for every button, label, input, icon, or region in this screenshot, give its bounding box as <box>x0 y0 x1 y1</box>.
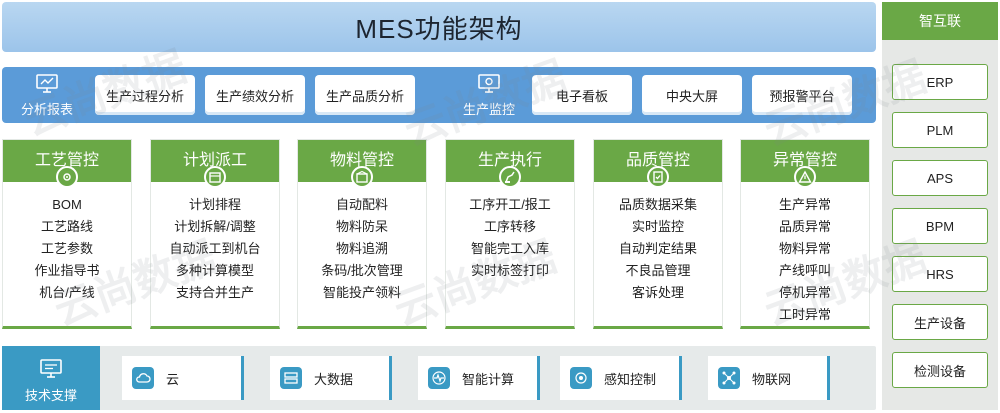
module-title: 物料管控 <box>329 152 394 169</box>
checklist-icon <box>647 166 669 188</box>
list-item: 物料防呆 <box>335 219 388 234</box>
tech-card-label: 智能计算 <box>462 371 515 387</box>
module-plan-dispatch: 计划派工 计划排程 计划拆解/调整 自动派工到机台 多种计算模型 支持合并生产 <box>150 139 280 329</box>
analysis-chip[interactable]: 生产过程分析 <box>95 75 195 115</box>
title-bar: MES功能架构 <box>2 2 876 52</box>
server-icon <box>280 367 302 389</box>
list-item: 工艺参数 <box>40 241 93 256</box>
list-item: 支持合并生产 <box>175 285 254 300</box>
list-item: 产线呼叫 <box>778 263 831 278</box>
cloud-icon <box>132 367 154 389</box>
robot-arm-icon <box>499 166 521 188</box>
gear-icon <box>56 166 78 188</box>
network-icon <box>718 367 740 389</box>
list-item: 工序开工/报工 <box>469 197 551 212</box>
sensor-icon <box>570 367 592 389</box>
module-material-control: 物料管控 自动配料 物料防呆 物料追溯 条码/批次管理 智能投产领料 <box>297 139 427 329</box>
list-item: 智能完工入库 <box>470 241 549 256</box>
list-item: 智能投产领料 <box>322 285 401 300</box>
monitor-icon <box>478 74 500 93</box>
interconnect-title: 智互联 <box>882 2 998 40</box>
tech-support-label: 技术支撑 <box>24 388 77 403</box>
list-item: 机台/产线 <box>39 285 95 300</box>
list-item: 物料异常 <box>778 241 831 256</box>
module-title: 计划派工 <box>182 152 247 169</box>
tech-card-label: 物联网 <box>752 371 792 387</box>
list-item: 实时监控 <box>631 219 684 234</box>
production-monitor-head: 生产监控 <box>448 67 530 123</box>
chip-label: 电子看板 <box>555 88 608 104</box>
monitor-chip[interactable]: 预报警平台 <box>752 75 852 115</box>
tech-card-iot[interactable]: 物联网 <box>708 356 830 400</box>
warning-icon <box>794 166 816 188</box>
chip-label: 生产绩效分析 <box>215 88 294 104</box>
analysis-chip[interactable]: 生产品质分析 <box>315 75 415 115</box>
module-title: 生产执行 <box>477 152 542 169</box>
chip-label: 中央大屏 <box>665 88 718 104</box>
analysis-report-label: 分析报表 <box>20 102 73 117</box>
interconnect-item-aps[interactable]: APS <box>892 160 988 196</box>
list-item: 自动配料 <box>335 197 388 212</box>
interconnect-panel: 智互联 ERP PLM APS BPM HRS 生产设备 检测设备 <box>882 2 998 410</box>
list-item: 客诉处理 <box>631 285 684 300</box>
module-process-control: 工艺管控 BOM 工艺路线 工艺参数 作业指导书 机台/产线 <box>2 139 132 329</box>
tech-card-cloud[interactable]: 云 <box>122 356 244 400</box>
list-item: 品质异常 <box>778 219 831 234</box>
interconnect-item-plm[interactable]: PLM <box>892 112 988 148</box>
module-exception-control: 异常管控 生产异常 品质异常 物料异常 产线呼叫 停机异常 工时异常 <box>740 139 870 329</box>
tech-card-computing[interactable]: 智能计算 <box>418 356 540 400</box>
page-title: MES功能架构 <box>355 13 523 44</box>
interconnect-item-erp[interactable]: ERP <box>892 64 988 100</box>
interconnect-item-production-equipment[interactable]: 生产设备 <box>892 304 988 340</box>
list-item: 条码/批次管理 <box>321 263 403 278</box>
list-item: 品质数据采集 <box>618 197 697 212</box>
monitor-icon <box>36 74 58 93</box>
list-item: 工艺路线 <box>40 219 93 234</box>
tech-card-label: 大数据 <box>314 371 354 387</box>
tech-card-bigdata[interactable]: 大数据 <box>270 356 392 400</box>
tech-support-row: 技术支撑 云 大数据 智能计算 感知控制 物联网 <box>2 346 876 410</box>
list-item: 计划拆解/调整 <box>174 219 256 234</box>
interconnect-item-bpm[interactable]: BPM <box>892 208 988 244</box>
module-production-execution: 生产执行 工序开工/报工 工序转移 智能完工入库 实时标签打印 <box>445 139 575 329</box>
module-quality-control: 品质管控 品质数据采集 实时监控 自动判定结果 不良品管理 客诉处理 <box>593 139 723 329</box>
list-item: 计划排程 <box>188 197 241 212</box>
list-item: 生产异常 <box>778 197 831 212</box>
production-monitor-label: 生产监控 <box>462 102 515 117</box>
chip-label: 生产过程分析 <box>105 88 184 104</box>
box-icon <box>351 166 373 188</box>
list-item: 停机异常 <box>778 285 831 300</box>
module-title: 品质管控 <box>625 152 690 169</box>
list-item: 工序转移 <box>483 219 536 234</box>
interconnect-item-inspection-equipment[interactable]: 检测设备 <box>892 352 988 388</box>
module-title: 异常管控 <box>772 152 837 169</box>
interconnect-item-hrs[interactable]: HRS <box>892 256 988 292</box>
tech-card-sensing[interactable]: 感知控制 <box>560 356 682 400</box>
list-item: 自动派工到机台 <box>169 241 261 256</box>
pulse-icon <box>428 367 450 389</box>
monitor-chip[interactable]: 电子看板 <box>532 75 632 115</box>
list-item: 工时异常 <box>778 307 831 322</box>
list-item: 物料追溯 <box>335 241 388 256</box>
list-item: 多种计算模型 <box>175 263 254 278</box>
analysis-report-head: 分析报表 <box>6 67 88 123</box>
list-item: BOM <box>52 197 82 212</box>
chip-label: 生产品质分析 <box>325 88 404 104</box>
list-item: 作业指导书 <box>34 263 100 278</box>
list-item: 自动判定结果 <box>618 241 697 256</box>
analysis-chip[interactable]: 生产绩效分析 <box>205 75 305 115</box>
chip-label: 预报警平台 <box>769 88 835 104</box>
analysis-row: 分析报表 生产过程分析 生产绩效分析 生产品质分析 生产监控 电子看板 中央大屏… <box>2 67 876 123</box>
tech-card-label: 感知控制 <box>604 371 657 387</box>
calendar-icon <box>204 166 226 188</box>
list-item: 实时标签打印 <box>470 263 549 278</box>
monitor-icon <box>40 359 62 378</box>
module-title: 工艺管控 <box>34 152 99 169</box>
list-item: 不良品管理 <box>625 263 691 278</box>
monitor-chip[interactable]: 中央大屏 <box>642 75 742 115</box>
tech-support-head: 技术支撑 <box>2 346 100 410</box>
tech-card-label: 云 <box>166 371 180 387</box>
